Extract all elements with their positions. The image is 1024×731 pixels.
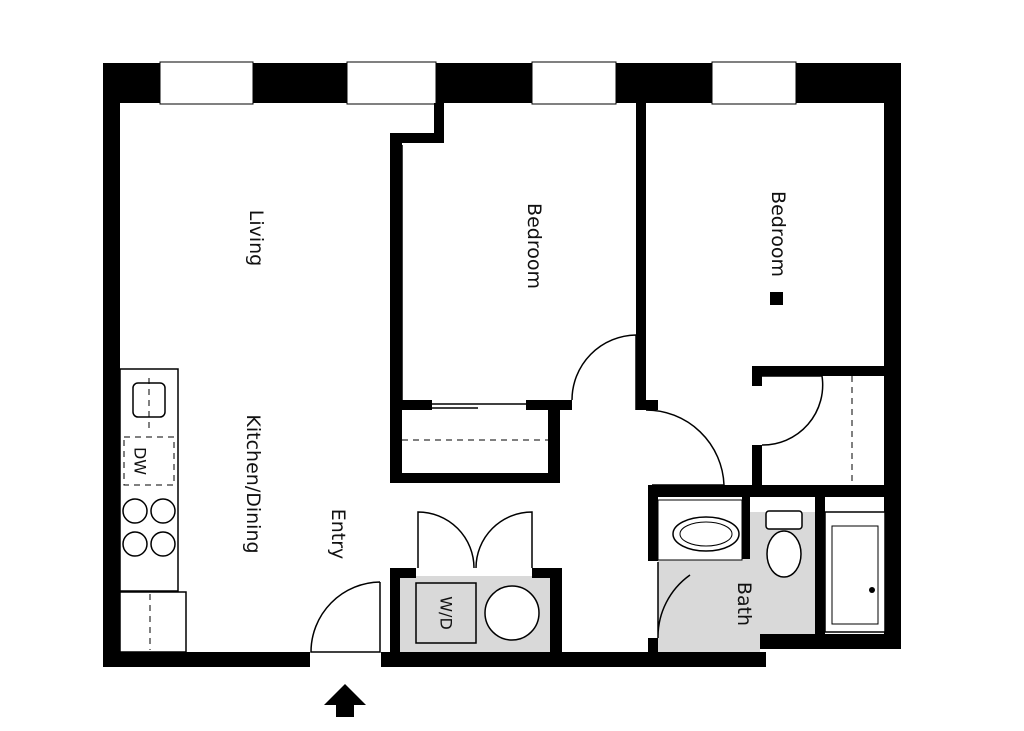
window-4 [711, 61, 797, 105]
laundry-door-left [417, 511, 475, 569]
toilet-tank [765, 510, 803, 530]
dishwasher [123, 436, 175, 486]
window-2 [346, 61, 437, 105]
interior-walls [390, 103, 888, 658]
entry-door [310, 581, 381, 653]
room-living: Living [245, 210, 267, 267]
room-bedroom-2: Bedroom [767, 191, 789, 277]
windows [159, 61, 797, 105]
refrigerator [119, 591, 187, 653]
washer-dryer-label: W/D [437, 596, 456, 630]
bath-fixtures [657, 499, 886, 633]
dryer [484, 585, 540, 641]
room-bath: Bath [733, 582, 755, 626]
room-bedroom-1: Bedroom [523, 203, 545, 289]
window-1 [159, 61, 254, 105]
window-3 [531, 61, 617, 105]
bedroom-2-marker [770, 292, 783, 305]
room-entry: Entry [327, 509, 349, 560]
cooktop [122, 498, 176, 557]
toilet-bowl [766, 530, 802, 578]
kitchen-counters: DW [119, 368, 187, 653]
room-kitchen-dining: Kitchen/Dining [242, 414, 264, 553]
up-arrow-icon [324, 684, 366, 717]
doors [310, 334, 725, 653]
closet-bedroom-1 [401, 145, 548, 441]
washer [415, 582, 477, 644]
laundry-door-right [475, 511, 533, 569]
bath-sink [672, 516, 740, 552]
bedroom-1-door [571, 334, 637, 410]
bedroom-2-door [645, 409, 725, 486]
closet-bedroom-2 [761, 375, 853, 485]
laundry: W/D [415, 582, 540, 644]
dishwasher-label: DW [131, 447, 150, 475]
bath-door [657, 562, 691, 639]
